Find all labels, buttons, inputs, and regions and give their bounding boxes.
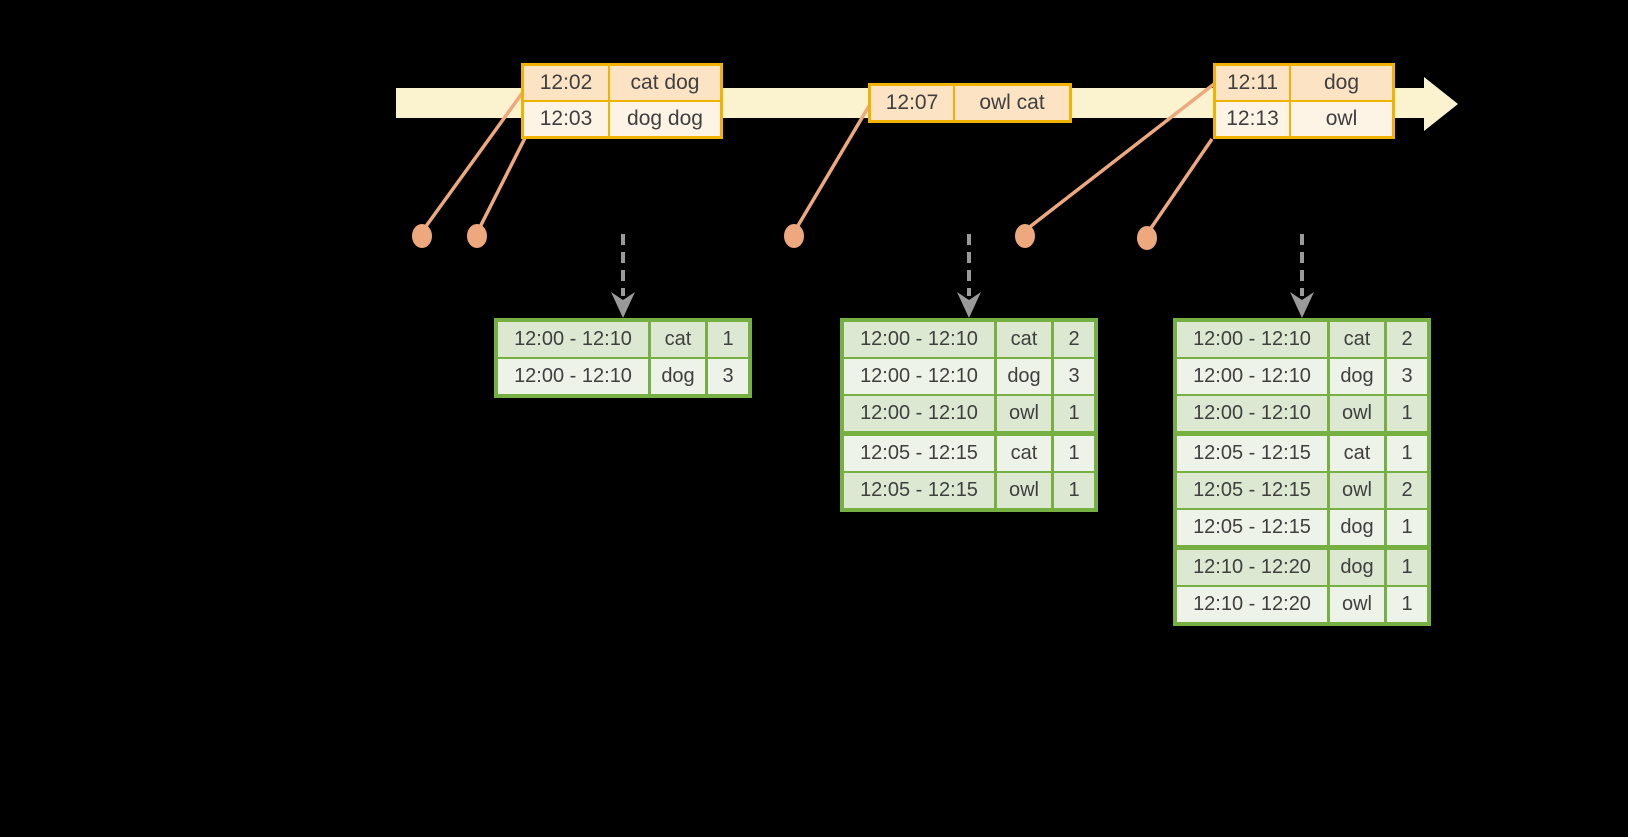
window-range-cell: 12:05 - 12:15: [844, 436, 994, 471]
event-dot-icon: [412, 224, 1157, 250]
window-range-cell: 12:05 - 12:15: [1177, 473, 1327, 508]
event-words-cell: dog dog: [610, 102, 720, 136]
dashed-down-arrow-icon: [957, 234, 981, 318]
count-cell: 1: [1054, 436, 1094, 471]
event-words-cell: owl cat: [955, 86, 1069, 120]
window-range-cell: 12:05 - 12:15: [844, 473, 994, 508]
word-cell: cat: [651, 322, 705, 357]
window-range-cell: 12:00 - 12:10: [844, 359, 994, 394]
window-range-cell: 12:05 - 12:15: [1177, 510, 1327, 545]
word-cell: dog: [997, 359, 1051, 394]
count-cell: 1: [1054, 473, 1094, 508]
window-range-cell: 12:00 - 12:10: [1177, 322, 1327, 357]
count-cell: 2: [1054, 322, 1094, 357]
window-range-cell: 12:10 - 12:20: [1177, 587, 1327, 622]
window-range-cell: 12:00 - 12:10: [844, 322, 994, 357]
word-cell: cat: [1330, 436, 1384, 471]
count-cell: 2: [1387, 322, 1427, 357]
word-cell: dog: [1330, 510, 1384, 545]
event-time-cell: 12:02: [524, 66, 608, 100]
word-cell: cat: [997, 322, 1051, 357]
count-cell: 1: [1387, 396, 1427, 431]
timeline-arrowhead-icon: [1424, 77, 1458, 131]
count-cell: 3: [1054, 359, 1094, 394]
count-cell: 1: [1387, 550, 1427, 585]
count-cell: 1: [1387, 510, 1427, 545]
window-range-cell: 12:00 - 12:10: [498, 359, 648, 394]
event-words-cell: owl: [1291, 102, 1392, 136]
count-cell: 3: [708, 359, 748, 394]
word-cell: dog: [651, 359, 705, 394]
word-cell: owl: [1330, 473, 1384, 508]
window-range-cell: 12:00 - 12:10: [498, 322, 648, 357]
word-cell: cat: [997, 436, 1051, 471]
word-cell: dog: [1330, 550, 1384, 585]
word-cell: owl: [1330, 396, 1384, 431]
count-cell: 1: [1054, 396, 1094, 431]
count-cell: 1: [708, 322, 748, 357]
event-words-cell: dog: [1291, 66, 1392, 100]
count-cell: 3: [1387, 359, 1427, 394]
event-time-cell: 12:07: [871, 86, 953, 120]
event-connector-line: [422, 82, 1216, 232]
window-range-cell: 12:00 - 12:10: [1177, 359, 1327, 394]
event-words-cell: cat dog: [610, 66, 720, 100]
word-cell: owl: [997, 473, 1051, 508]
window-range-cell: 12:00 - 12:10: [1177, 396, 1327, 431]
event-time-cell: 12:03: [524, 102, 608, 136]
count-cell: 2: [1387, 473, 1427, 508]
count-cell: 1: [1387, 436, 1427, 471]
event-time-cell: 12:11: [1216, 66, 1289, 100]
word-cell: cat: [1330, 322, 1384, 357]
count-cell: 1: [1387, 587, 1427, 622]
dashed-down-arrow-icon: [1290, 234, 1314, 318]
window-range-cell: 12:05 - 12:15: [1177, 436, 1327, 471]
window-range-cell: 12:10 - 12:20: [1177, 550, 1327, 585]
word-cell: dog: [1330, 359, 1384, 394]
event-time-cell: 12:13: [1216, 102, 1289, 136]
word-cell: owl: [997, 396, 1051, 431]
dashed-down-arrow-icon: [611, 234, 635, 318]
window-range-cell: 12:00 - 12:10: [844, 396, 994, 431]
word-cell: owl: [1330, 587, 1384, 622]
